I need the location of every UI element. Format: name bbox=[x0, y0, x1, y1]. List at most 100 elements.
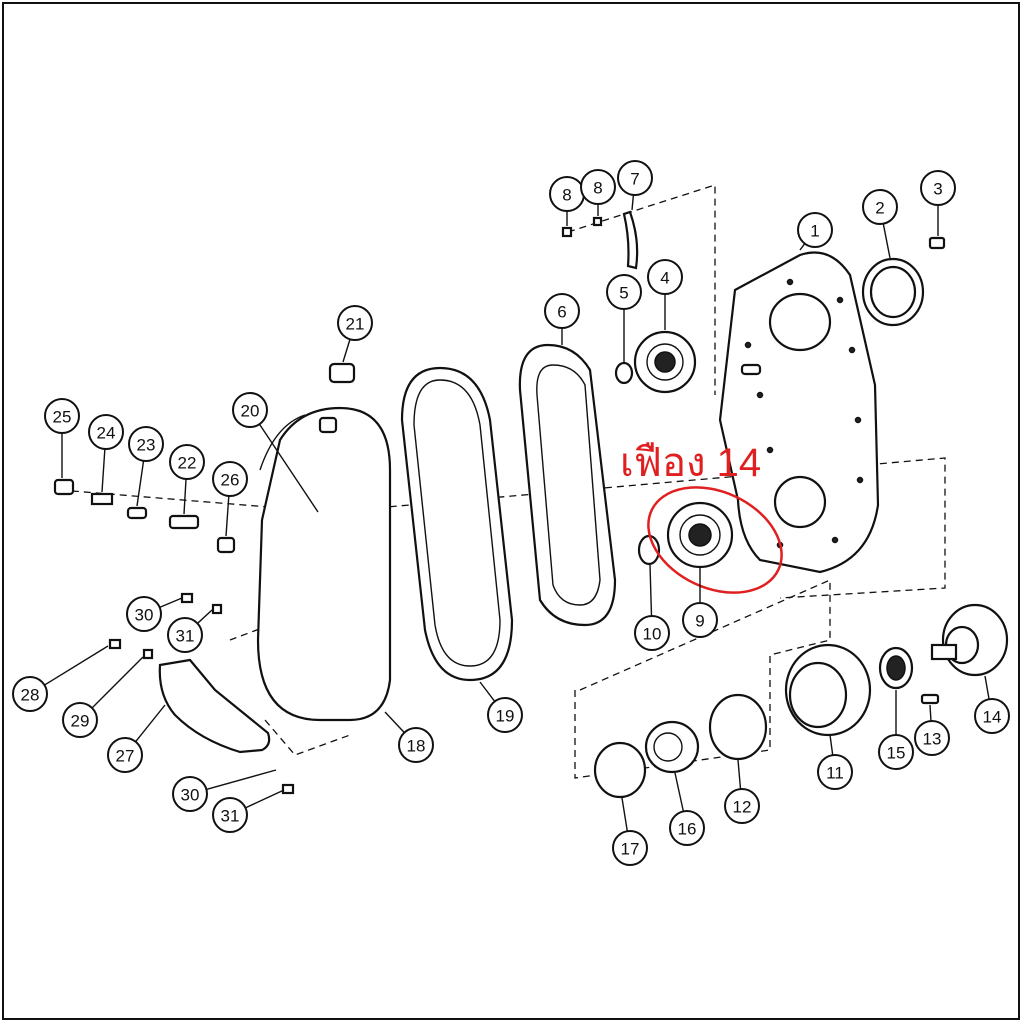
callout-circle bbox=[128, 426, 164, 462]
part-26-nut bbox=[216, 536, 236, 554]
callout-circle bbox=[669, 810, 705, 846]
callout-number: 12 bbox=[733, 798, 752, 817]
callout-number: 31 bbox=[221, 807, 240, 826]
callout-3: 3 bbox=[920, 170, 956, 236]
part-9-sprocket bbox=[666, 501, 734, 569]
leader-line bbox=[479, 681, 496, 702]
callout-circle bbox=[634, 615, 670, 651]
part-2-gasket bbox=[861, 257, 925, 327]
part-28-bolt bbox=[108, 638, 122, 650]
callout-4: 4 bbox=[647, 259, 683, 330]
callout-number: 14 bbox=[983, 708, 1002, 727]
part-7-pin bbox=[622, 210, 639, 270]
leader-line bbox=[882, 223, 891, 259]
callout-6: 6 bbox=[544, 293, 580, 345]
leader-line bbox=[737, 759, 742, 790]
callout-circle bbox=[606, 274, 642, 310]
part-4-sprocket bbox=[633, 330, 697, 394]
callout-number: 31 bbox=[176, 627, 195, 646]
callout-number: 25 bbox=[53, 408, 72, 427]
callout-15: 15 bbox=[878, 690, 914, 770]
callout-circle bbox=[647, 259, 683, 295]
callout-16: 16 bbox=[669, 772, 705, 846]
callout-number: 11 bbox=[826, 764, 844, 783]
callout-circle bbox=[817, 754, 853, 790]
leader-line bbox=[159, 597, 183, 609]
callout-circle bbox=[612, 830, 648, 866]
callout-number: 30 bbox=[135, 606, 154, 625]
callout-21: 21 bbox=[337, 305, 373, 363]
callout-circle bbox=[212, 797, 248, 833]
callout-number: 22 bbox=[178, 454, 197, 473]
callout-29: 29 bbox=[62, 656, 144, 738]
callout-circle bbox=[44, 398, 80, 434]
callout-circle bbox=[126, 596, 162, 632]
part-23-sleeve bbox=[126, 506, 148, 520]
callout-number: 8 bbox=[562, 186, 571, 205]
annotation-circle bbox=[647, 486, 783, 594]
assembly-guide-lines bbox=[59, 184, 946, 779]
leader-line bbox=[621, 797, 629, 832]
annotation-label: เฟือง 14 bbox=[620, 441, 761, 485]
callout-circle bbox=[398, 727, 434, 763]
leader-line bbox=[631, 194, 635, 211]
callout-9: 9 bbox=[682, 568, 718, 638]
callout-number: 15 bbox=[887, 744, 906, 763]
part-5-spacer bbox=[614, 361, 634, 385]
part-19-gasket bbox=[400, 366, 514, 682]
part-14-shaft-flange bbox=[930, 603, 1009, 677]
part-18-case bbox=[256, 406, 392, 722]
callout-24: 24 bbox=[88, 414, 124, 493]
callout-12: 12 bbox=[724, 759, 760, 824]
leader-line bbox=[44, 645, 109, 686]
part-15-seal bbox=[878, 646, 914, 690]
callout-number: 8 bbox=[593, 179, 602, 198]
leader-line bbox=[91, 656, 144, 709]
callout-circle bbox=[617, 160, 653, 196]
callout-number: 16 bbox=[678, 820, 697, 839]
callout-circle bbox=[62, 702, 98, 738]
callout-18: 18 bbox=[384, 711, 434, 763]
callout-31: 31 bbox=[167, 609, 213, 653]
callout-27: 27 bbox=[107, 704, 166, 773]
leader-line bbox=[245, 789, 285, 809]
leader-line bbox=[929, 704, 932, 722]
callout-number: 24 bbox=[97, 424, 116, 443]
callout-circle bbox=[724, 788, 760, 824]
part-22-pin bbox=[168, 514, 200, 530]
part-25-nut bbox=[53, 478, 75, 496]
callout-2: 2 bbox=[862, 189, 898, 259]
callout-number: 26 bbox=[221, 471, 240, 490]
callout-1: 1 bbox=[797, 212, 833, 251]
leader-line bbox=[674, 772, 685, 812]
callout-number: 27 bbox=[116, 747, 135, 766]
part-30-bolt-upper bbox=[180, 592, 194, 604]
leader-line bbox=[196, 609, 213, 624]
part-11-housing bbox=[784, 643, 872, 737]
callout-circle bbox=[172, 776, 208, 812]
callout-circle bbox=[167, 617, 203, 653]
callout-number: 18 bbox=[407, 737, 426, 756]
leader-line bbox=[984, 675, 990, 700]
callout-number: 29 bbox=[71, 712, 90, 731]
callout-number: 23 bbox=[137, 436, 156, 455]
callout-number: 21 bbox=[346, 315, 365, 334]
part-12-snap-ring bbox=[708, 693, 768, 761]
leader-line bbox=[342, 339, 351, 363]
part-1-cover-plate bbox=[718, 251, 880, 574]
callout-31: 31 bbox=[212, 789, 285, 833]
part-17-ring bbox=[593, 741, 647, 799]
part-6-chain bbox=[518, 343, 617, 627]
leader-line bbox=[258, 423, 319, 513]
callout-circle bbox=[544, 293, 580, 329]
part-16-bearing bbox=[644, 720, 700, 774]
callout-28: 28 bbox=[12, 645, 109, 712]
callout-circle bbox=[974, 698, 1010, 734]
callout-number: 20 bbox=[241, 402, 260, 421]
callout-circle bbox=[920, 170, 956, 206]
part-30-bolt-lower bbox=[281, 783, 295, 795]
callout-circle bbox=[88, 414, 124, 450]
callout-number: 3 bbox=[933, 180, 942, 199]
part-31-washer-upper bbox=[211, 603, 223, 615]
